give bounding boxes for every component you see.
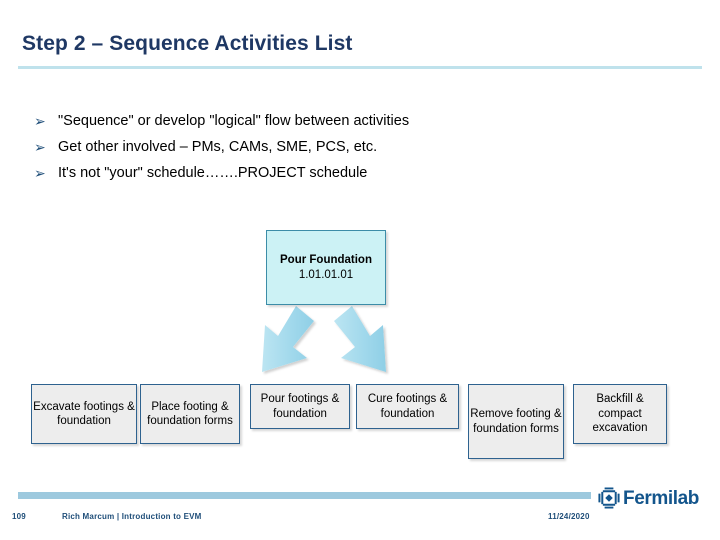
footer-date: 11/24/2020 — [548, 512, 590, 521]
diagram-node-label: Cure footings & foundation — [367, 393, 448, 420]
diagram-node-cure-footings-foundation[interactable]: Cure footings & foundation — [356, 384, 459, 429]
diagram-node-parent-title: Pour Foundation — [280, 254, 372, 266]
list-item: ➢ It's not "your" schedule…….PROJECT sch… — [34, 164, 654, 183]
diagram-node-label: Excavate footings & foundation — [33, 400, 135, 428]
fermilab-logo: Fermilab — [598, 487, 699, 509]
bullet-list: ➢ "Sequence" or develop "logical" flow b… — [34, 112, 654, 190]
bullet-arrow-icon: ➢ — [34, 165, 46, 181]
bullet-arrow-icon: ➢ — [34, 113, 46, 129]
list-item: ➢ "Sequence" or develop "logical" flow b… — [34, 112, 654, 131]
arrow-down-left-icon — [262, 306, 314, 372]
bullet-text: "Sequence" or develop "logical" flow bet… — [58, 113, 410, 129]
title-divider — [18, 66, 702, 69]
bullet-text: Get other involved – PMs, CAMs, SME, PCS… — [58, 139, 378, 155]
footer-credit: Rich Marcum | Introduction to EVM — [62, 512, 202, 521]
diagram-node-place-footing-foundation-forms[interactable]: Place footing & foundation forms — [140, 384, 240, 444]
diagram-node-label: Pour footings & foundation — [260, 393, 340, 420]
diagram-node-parent[interactable]: Pour Foundation 1.01.01.01 — [266, 230, 386, 305]
page-title: Step 2 – Sequence Activities List — [22, 32, 353, 55]
diagram-node-label: Place footing & foundation forms — [147, 400, 233, 428]
fermilab-symbol-icon — [598, 487, 620, 509]
bullet-text: It's not "your" schedule…….PROJECT sched… — [58, 165, 368, 181]
fermilab-wordmark: Fermilab — [623, 487, 699, 509]
bullet-arrow-icon: ➢ — [34, 139, 46, 155]
diagram-node-label: Backfill & compact excavation — [592, 393, 648, 435]
diagram-node-excavate-footings-foundation[interactable]: Excavate footings & foundation — [31, 384, 137, 444]
diagram-node-backfill-compact-excavation[interactable]: Backfill & compact excavation — [573, 384, 667, 444]
diagram-node-parent-wbs: 1.01.01.01 — [298, 268, 354, 281]
arrow-down-right-icon — [334, 306, 386, 372]
diagram-node-pour-footings-foundation[interactable]: Pour footings & foundation — [250, 384, 350, 429]
list-item: ➢ Get other involved – PMs, CAMs, SME, P… — [34, 138, 654, 157]
diagram-node-remove-footing-foundation-forms[interactable]: Remove footing & foundation forms — [468, 384, 564, 459]
diagram-node-label: Remove footing & foundation forms — [470, 408, 562, 435]
footer-divider — [18, 492, 591, 499]
page-number: 109 — [12, 512, 26, 521]
